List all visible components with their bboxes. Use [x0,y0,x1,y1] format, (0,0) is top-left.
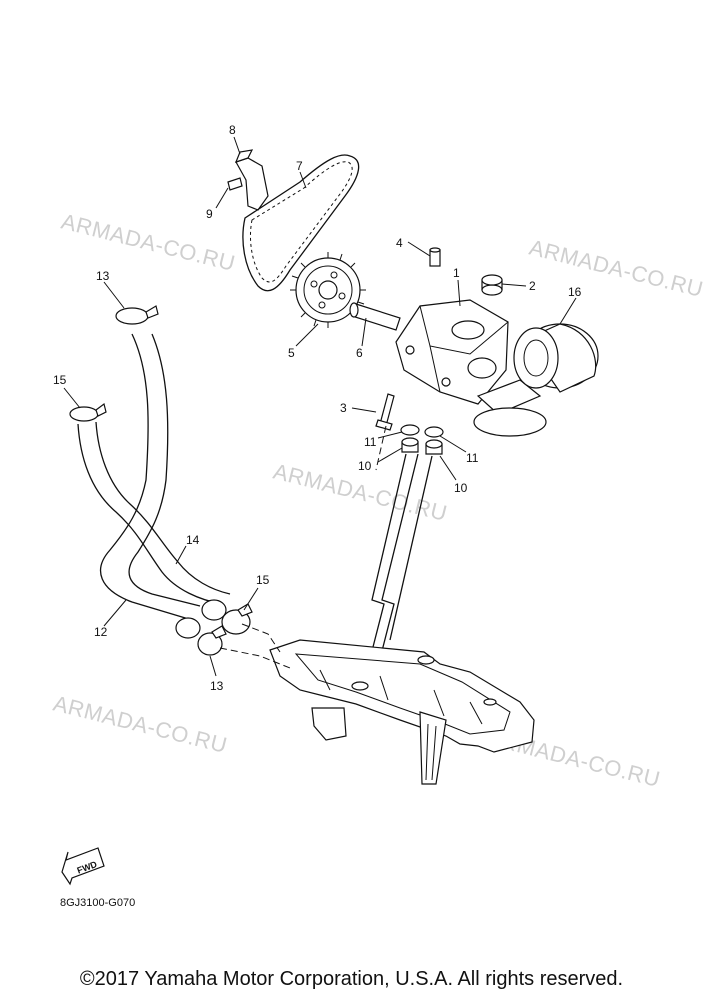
callout-11-right: 11 [466,451,479,465]
part-hose-clamp-15-right [221,603,253,635]
leader-lines [63,136,577,677]
assembly-lines [219,425,387,669]
part-hose-12 [100,333,201,621]
callout-7: 7 [296,159,303,173]
watermark: ARMADA-CO.RU [51,691,230,758]
callout-13-bottom: 13 [210,679,224,693]
callout-14: 14 [186,533,200,547]
callout-13-top: 13 [96,269,110,283]
part-hose-14 [77,421,231,605]
part-bolt-9 [227,177,243,191]
part-pipe-collars [401,437,443,455]
part-shaft [349,302,401,331]
part-drive-chain [242,154,360,292]
part-oil-filter [513,323,599,393]
fwd-arrow-icon: FWD [61,847,105,886]
callout-4: 4 [396,236,403,250]
part-sprocket [290,252,366,328]
watermark: ARMADA-CO.RU [527,235,703,302]
part-crankcase [269,639,535,785]
part-collar [481,274,503,296]
callout-15-left: 15 [53,373,67,387]
callout-3: 3 [340,401,347,415]
part-dowel-pin [429,247,441,267]
callout-10-right: 10 [454,481,468,495]
callout-16: 16 [568,285,582,299]
callout-15-right: 15 [256,573,270,587]
callout-1: 1 [453,266,460,280]
hose-ends [175,599,227,639]
callout-8: 8 [229,123,236,137]
callout-11-left: 11 [364,435,377,449]
callout-10-left: 10 [358,459,372,473]
part-hose-clamp-15-left [69,402,107,422]
callout-6: 6 [356,346,363,360]
part-bolt-3 [375,393,395,431]
callout-5: 5 [288,346,295,360]
part-hose-clamp-13-bottom [197,625,227,656]
callout-2: 2 [529,279,536,293]
callout-12: 12 [94,625,108,639]
callouts: 8 7 9 4 1 2 16 13 5 6 15 3 11 11 10 10 1… [53,123,582,693]
part-oil-pump [395,299,547,437]
part-hose-clamp-13-top [115,305,159,325]
drawing-code: 8GJ3100-G070 [60,897,135,909]
part-o-rings [400,424,444,438]
callout-9: 9 [206,207,213,221]
copyright-notice: ©2017 Yamaha Motor Corporation, U.S.A. A… [79,968,624,990]
